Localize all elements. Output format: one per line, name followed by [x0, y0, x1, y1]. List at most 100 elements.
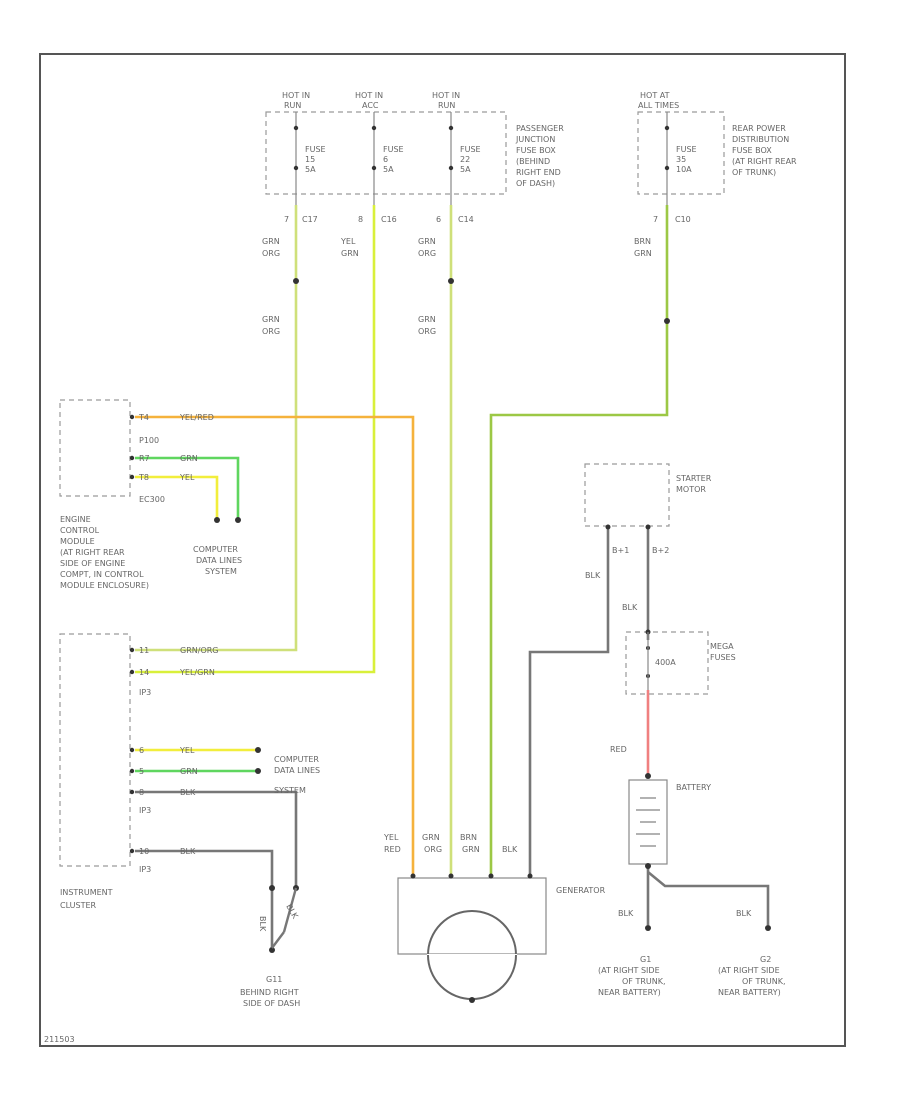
- generator: GENERATOR YEL RED GRN ORG BRN GRN BLK: [383, 833, 606, 1003]
- hot-sub-3: RUN: [438, 101, 455, 110]
- svg-text:OF TRUNK,: OF TRUNK,: [742, 977, 786, 986]
- svg-text:YEL/GRN: YEL/GRN: [179, 668, 215, 677]
- svg-text:BRN: BRN: [634, 237, 651, 246]
- svg-text:BLK: BLK: [258, 916, 267, 932]
- svg-text:BLK: BLK: [736, 909, 752, 918]
- svg-text:B+2: B+2: [652, 546, 669, 555]
- svg-text:ORG: ORG: [418, 249, 436, 258]
- svg-text:EC300: EC300: [139, 495, 165, 504]
- ground-g2: BLK G2 (AT RIGHT SIDE OF TRUNK, NEAR BAT…: [718, 909, 786, 997]
- svg-text:RED: RED: [610, 745, 627, 754]
- conn-label-1: C17: [302, 215, 318, 224]
- svg-text:IP3: IP3: [139, 865, 151, 874]
- hot-label-1: HOT IN: [282, 91, 310, 100]
- svg-text:MODULE ENCLOSURE): MODULE ENCLOSURE): [60, 581, 149, 590]
- svg-text:YEL: YEL: [383, 833, 399, 842]
- svg-text:GRN: GRN: [418, 237, 436, 246]
- svg-text:5: 5: [139, 767, 144, 776]
- svg-text:SYSTEM: SYSTEM: [205, 567, 237, 576]
- rear-pin-label: 7: [653, 215, 658, 224]
- svg-text:22: 22: [460, 155, 470, 164]
- wire-yel-red-generator: [135, 415, 415, 875]
- svg-text:T8: T8: [138, 473, 149, 482]
- svg-text:11: 11: [139, 646, 149, 655]
- svg-text:MEGA: MEGA: [710, 642, 734, 651]
- splice-dots: [293, 278, 670, 324]
- rear-box-title-1: REAR POWER: [732, 124, 786, 133]
- rear-hot-sub: ALL TIMES: [638, 101, 679, 110]
- svg-text:10A: 10A: [676, 165, 692, 174]
- fuse-6: FUSE 6 5A: [371, 112, 404, 205]
- starter-outline: [584, 463, 670, 527]
- pin-label-3: 6: [436, 215, 441, 224]
- svg-text:ENGINE: ENGINE: [60, 515, 91, 524]
- svg-text:GRN: GRN: [422, 833, 440, 842]
- svg-text:IP3: IP3: [139, 688, 151, 697]
- svg-text:CLUSTER: CLUSTER: [60, 901, 97, 910]
- svg-text:14: 14: [139, 668, 149, 677]
- svg-text:RED: RED: [384, 845, 401, 854]
- upper-wire-labels: GRN ORG YEL GRN GRN ORG BRN GRN GRN ORG …: [262, 237, 652, 336]
- svg-text:(AT RIGHT REAR: (AT RIGHT REAR: [60, 548, 125, 557]
- svg-text:ORG: ORG: [418, 327, 436, 336]
- cluster-outline: [59, 633, 131, 867]
- instrument-cluster: 11 GRN/ORG 14 YEL/GRN IP3 6 YEL 5 GRN 8 …: [59, 633, 320, 910]
- svg-text:BLK: BLK: [180, 788, 196, 797]
- fuse-22: FUSE 22 5A: [448, 112, 481, 205]
- wire-cluster-blk-2: [135, 849, 274, 950]
- svg-text:BLK: BLK: [622, 603, 638, 612]
- svg-text:MOTOR: MOTOR: [676, 485, 706, 494]
- fuse-35: FUSE 35 10A: [664, 112, 697, 205]
- wire-starter-generator-blk: [528, 527, 610, 875]
- svg-text:(AT RIGHT SIDE: (AT RIGHT SIDE: [598, 966, 660, 975]
- rear-box-title-2: DISTRIBUTION: [732, 135, 789, 144]
- svg-text:GENERATOR: GENERATOR: [556, 886, 606, 895]
- svg-text:FUSE: FUSE: [383, 145, 404, 154]
- wire-yel-grn-cluster: [135, 205, 376, 674]
- passenger-box-title-6: OF DASH): [516, 179, 555, 188]
- passenger-box-title-3: FUSE BOX: [516, 146, 556, 155]
- svg-text:GRN: GRN: [180, 767, 198, 776]
- hot-label-2: HOT IN: [355, 91, 383, 100]
- passenger-fuse-box-outline: [265, 111, 507, 195]
- svg-text:G11: G11: [266, 975, 282, 984]
- wire-ecm-grn: [135, 456, 240, 518]
- svg-text:GRN: GRN: [418, 315, 436, 324]
- mega-fuses: MEGA FUSES 400A: [625, 629, 736, 695]
- svg-text:35: 35: [676, 155, 686, 164]
- svg-text:NEAR BATTERY): NEAR BATTERY): [598, 988, 661, 997]
- rear-box-title-5: OF TRUNK): [732, 168, 776, 177]
- svg-text:FUSE: FUSE: [676, 145, 697, 154]
- svg-text:DATA LINES: DATA LINES: [196, 556, 242, 565]
- svg-text:YEL: YEL: [179, 746, 195, 755]
- ground-g11: BLK BLK G11 BEHIND RIGHT SIDE OF DASH: [240, 885, 300, 1008]
- conn-label-2: C16: [381, 215, 397, 224]
- svg-text:5A: 5A: [383, 165, 394, 174]
- ground-g1: BLK G1 (AT RIGHT SIDE OF TRUNK, NEAR BAT…: [598, 909, 666, 997]
- rear-box-title-3: FUSE BOX: [732, 146, 772, 155]
- svg-text:DATA LINES: DATA LINES: [274, 766, 320, 775]
- diagram-frame: [39, 53, 846, 1047]
- svg-text:SIDE OF DASH: SIDE OF DASH: [243, 999, 300, 1008]
- passenger-box-title-1: PASSENGER: [516, 124, 564, 133]
- svg-text:5A: 5A: [460, 165, 471, 174]
- svg-text:YEL: YEL: [179, 473, 195, 482]
- svg-text:BLK: BLK: [180, 847, 196, 856]
- conn-label-3: C14: [458, 215, 474, 224]
- svg-text:ORG: ORG: [262, 327, 280, 336]
- svg-text:INSTRUMENT: INSTRUMENT: [60, 888, 113, 897]
- svg-text:GRN/ORG: GRN/ORG: [180, 646, 219, 655]
- svg-text:GRN: GRN: [180, 454, 198, 463]
- svg-text:MODULE: MODULE: [60, 537, 95, 546]
- engine-control-module: T4 YEL/RED P100 R7 GRN T8 YEL EC300 COMP…: [59, 399, 242, 590]
- rear-fuse-box-outline: [637, 111, 725, 195]
- svg-text:GRN: GRN: [262, 315, 280, 324]
- svg-text:8: 8: [139, 788, 144, 797]
- svg-text:10: 10: [139, 847, 149, 856]
- passenger-box-title-5: RIGHT END: [516, 168, 561, 177]
- svg-text:GRN: GRN: [634, 249, 652, 258]
- svg-text:NEAR BATTERY): NEAR BATTERY): [718, 988, 781, 997]
- svg-text:G1: G1: [640, 955, 651, 964]
- svg-text:T4: T4: [138, 413, 149, 422]
